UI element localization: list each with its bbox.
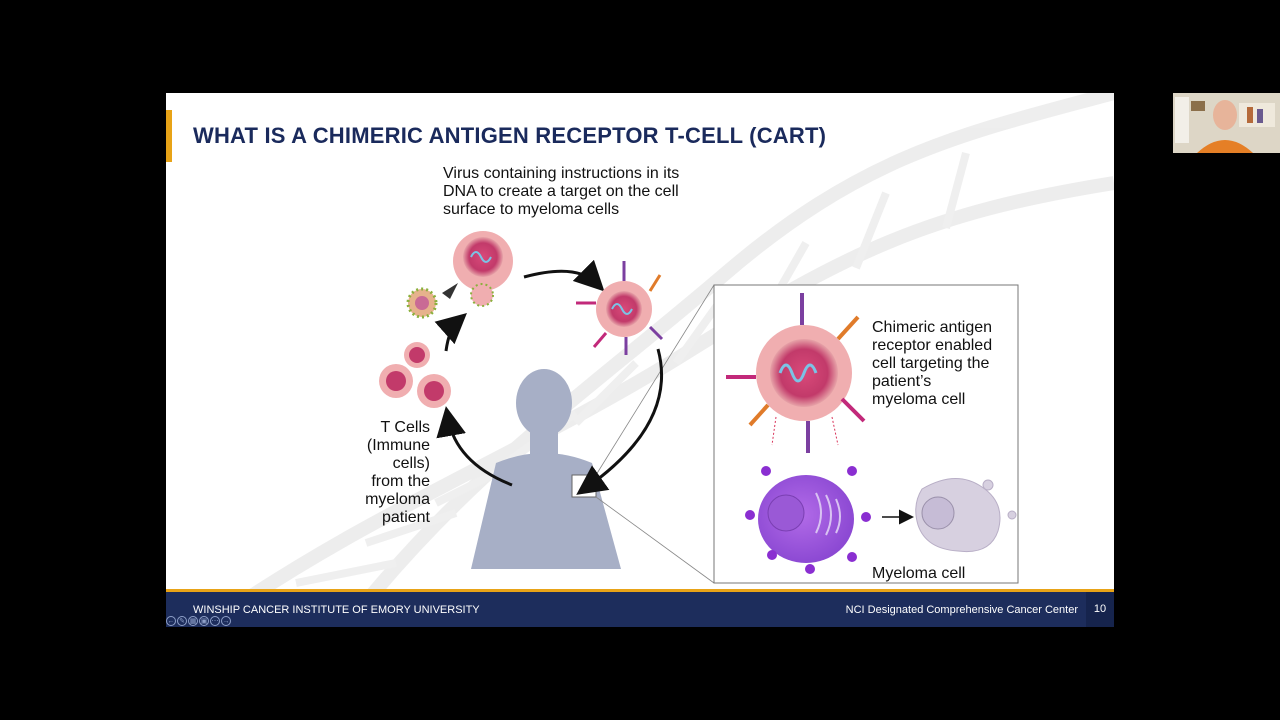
cart-diagram xyxy=(379,231,1019,584)
presenter-video-thumbnail[interactable] xyxy=(1173,93,1280,153)
camera-icon[interactable]: ▣ xyxy=(199,616,209,626)
slide-footer: WINSHIP CANCER INSTITUTE OF EMORY UNIVER… xyxy=(166,592,1114,627)
pen-icon[interactable]: ✎ xyxy=(177,616,187,626)
prev-arrow-icon[interactable]: ← xyxy=(166,616,176,626)
tcell-label-line-3: cells) xyxy=(392,455,430,472)
chimeric-label-line-1: Chimeric antigen xyxy=(872,319,993,336)
car-t-cell-small xyxy=(576,261,664,355)
myeloma-cell-purple xyxy=(745,466,871,574)
tcell-label-line-2: (Immune xyxy=(366,437,430,454)
presentation-controls: ← ✎ ▦ ▣ ⋯ → xyxy=(166,616,231,626)
car-t-cell-large xyxy=(726,293,866,453)
tcell-label-line-4: from the xyxy=(371,473,430,490)
myeloma-cell-label: Myeloma cell xyxy=(872,565,966,582)
virus-label-line-1: Virus containing instructions in its xyxy=(443,165,680,182)
presentation-slide: WHAT IS A CHIMERIC ANTIGEN RECEPTOR T-CE… xyxy=(166,93,1114,627)
slides-grid-icon[interactable]: ▦ xyxy=(188,616,198,626)
tcell-label-line-5: myeloma xyxy=(365,491,430,508)
chimeric-label-line-3: cell targeting the xyxy=(872,355,990,372)
slide-page-number: 10 xyxy=(1086,592,1114,627)
t-cells xyxy=(379,342,451,408)
chimeric-label-line-4: patient’s xyxy=(872,373,932,390)
tcell-label-line-6: patient xyxy=(381,509,430,526)
more-icon[interactable]: ⋯ xyxy=(210,616,220,626)
next-arrow-icon[interactable]: → xyxy=(221,616,231,626)
patient-silhouette xyxy=(471,369,621,569)
virus-label-line-2: DNA to create a target on the cell xyxy=(443,183,679,200)
chimeric-label-line-2: receptor enabled xyxy=(872,337,993,354)
slide-title: WHAT IS A CHIMERIC ANTIGEN RECEPTOR T-CE… xyxy=(193,123,827,148)
dead-myeloma-cell xyxy=(915,478,1017,553)
tcell-label-line-1: T Cells xyxy=(380,419,431,436)
title-accent-bar xyxy=(166,110,172,162)
footer-designation: NCI Designated Comprehensive Cancer Cent… xyxy=(845,604,1078,616)
footer-institution: WINSHIP CANCER INSTITUTE OF EMORY UNIVER… xyxy=(193,604,480,616)
virus-label-line-3: surface to myeloma cells xyxy=(443,201,620,218)
footer-accent-line xyxy=(166,589,1114,592)
chimeric-label-line-5: myeloma cell xyxy=(872,391,966,408)
